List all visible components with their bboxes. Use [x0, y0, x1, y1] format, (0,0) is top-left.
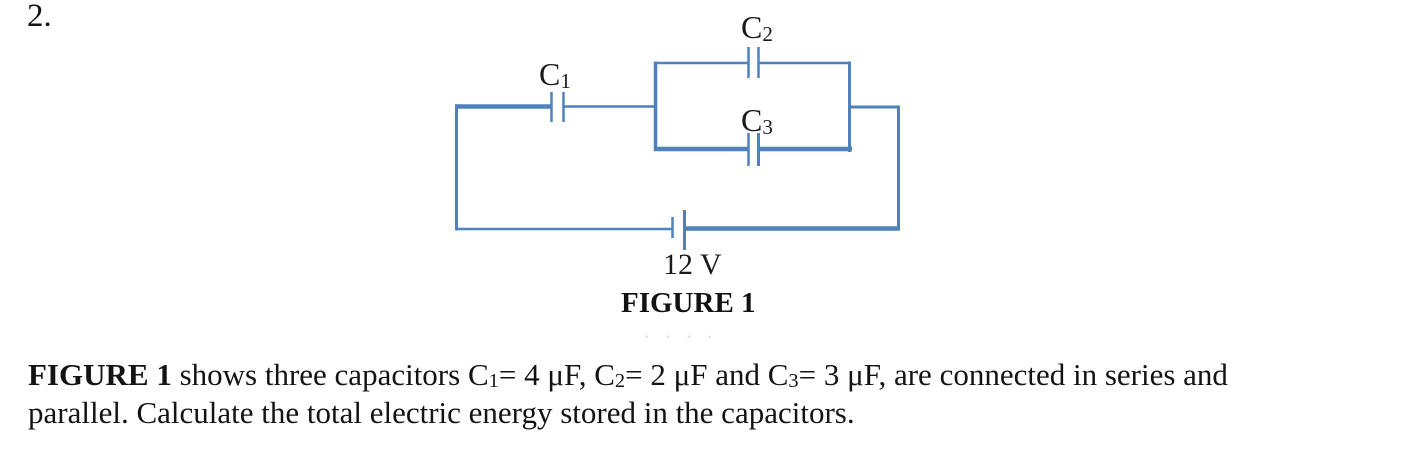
faint-dots: . . . .: [644, 318, 718, 343]
capacitor-c1-label-base: C: [539, 56, 561, 92]
capacitor-c2-label: C2: [741, 9, 773, 46]
capacitor-c2-label-sub: 2: [762, 21, 773, 46]
circuit-wires: [455, 47, 900, 250]
statement-text-2: = 4 μF, C: [498, 357, 615, 392]
statement-c1-sub: 1: [488, 370, 499, 393]
statement-figure-ref: FIGURE 1: [28, 357, 172, 392]
capacitor-c3-label: C3: [741, 102, 773, 139]
capacitor-c1-label: C1: [539, 56, 571, 93]
battery-voltage-label: 12 V: [663, 248, 722, 281]
statement-text-3: = 2 μF and C: [625, 357, 789, 392]
circuit-diagram: [455, 47, 900, 250]
statement-text-5: parallel. Calculate the total electric e…: [28, 395, 855, 430]
capacitor-c3-label-base: C: [741, 102, 763, 138]
capacitor-c3-label-sub: 3: [762, 114, 773, 139]
statement-text-4: = 3 μF, are connected in series and: [798, 357, 1228, 392]
capacitor-c2-label-base: C: [741, 9, 763, 45]
statement-c2-sub: 2: [614, 370, 626, 393]
question-number: 2.: [27, 0, 52, 34]
problem-statement: FIGURE 1 shows three capacitors C1= 4 μF…: [28, 356, 1396, 432]
statement-c3-sub: 3: [788, 370, 799, 393]
statement-text-1: shows three capacitors C: [171, 357, 489, 392]
figure-caption: FIGURE 1: [621, 287, 756, 319]
capacitor-c1-label-sub: 1: [560, 68, 571, 93]
